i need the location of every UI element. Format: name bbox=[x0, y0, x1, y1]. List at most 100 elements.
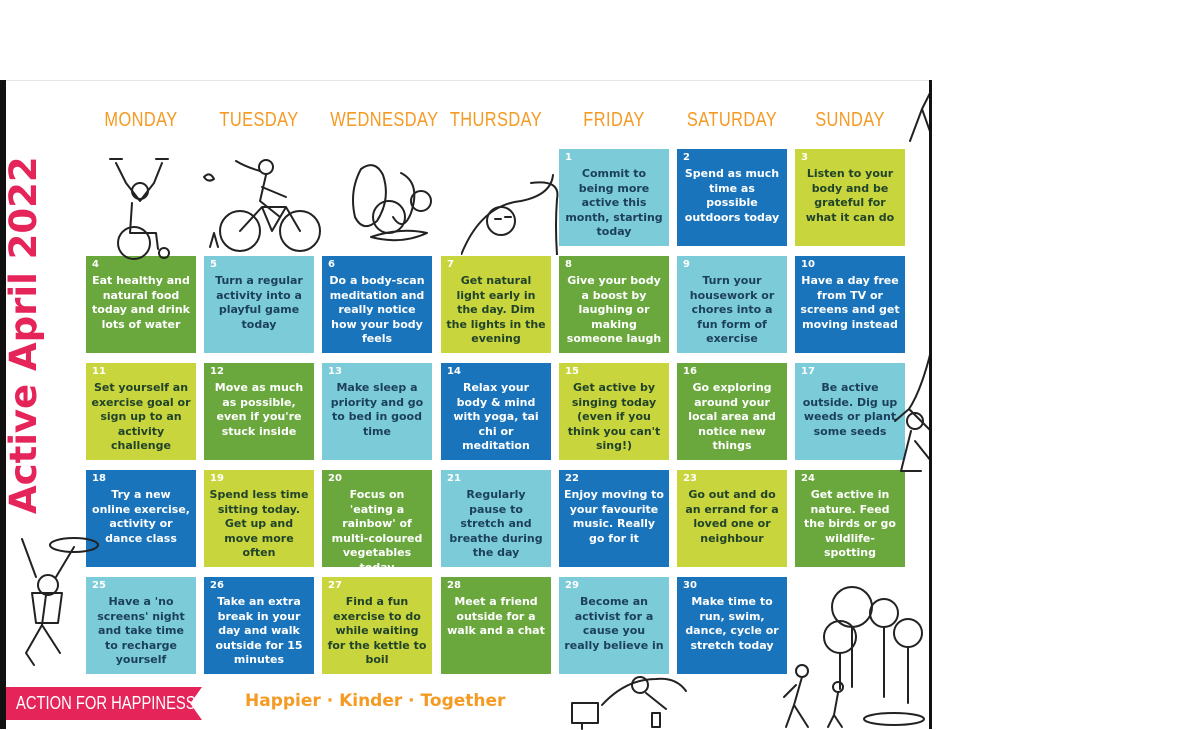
day-number: 7 bbox=[447, 259, 454, 270]
day-cell-16: 16 Go exploring around your local area an… bbox=[677, 363, 787, 460]
day-number: 1 bbox=[565, 152, 572, 163]
day-activity-text: Get active in nature. Feed the birds or … bbox=[804, 488, 896, 559]
day-number: 21 bbox=[447, 473, 461, 484]
brand-badge: ACTION FOR HAPPINESS bbox=[6, 687, 202, 720]
climber-icon bbox=[894, 350, 932, 472]
day-activity-text: Commit to being more active this month, … bbox=[565, 167, 663, 238]
weekday-friday: FRIDAY bbox=[583, 109, 645, 131]
calendar-title: Active April 2022 bbox=[6, 156, 45, 514]
day-number: 11 bbox=[92, 366, 106, 377]
day-cell-23: 23 Go out and do an errand for a loved on… bbox=[677, 470, 787, 567]
day-activity-text: Enjoy moving to your favourite music. Re… bbox=[564, 488, 664, 545]
day-activity-text: Listen to your body and be grateful for … bbox=[805, 167, 895, 224]
day-number: 22 bbox=[565, 473, 579, 484]
day-number: 14 bbox=[447, 366, 461, 377]
day-number: 2 bbox=[683, 152, 690, 163]
day-number: 25 bbox=[92, 580, 106, 591]
day-activity-text: Get active by singing today (even if you… bbox=[567, 381, 661, 452]
tagline: Happier · Kinder · Together bbox=[245, 691, 506, 711]
day-number: 16 bbox=[683, 366, 697, 377]
day-activity-text: Do a body-scan meditation and really not… bbox=[329, 274, 425, 345]
day-cell-17: 17 Be active outside. Dig up weeds or pla… bbox=[795, 363, 905, 460]
trees-walkers-icon bbox=[783, 586, 925, 728]
day-number: 4 bbox=[92, 259, 99, 270]
day-activity-text: Go exploring around your local area and … bbox=[688, 381, 776, 452]
day-activity-text: Make sleep a priority and go to bed in g… bbox=[330, 381, 424, 438]
weekday-sunday: SUNDAY bbox=[815, 109, 885, 131]
day-activity-text: Try a new online exercise, activity or d… bbox=[92, 488, 190, 545]
wheelchair-weights-icon bbox=[109, 158, 170, 260]
day-number: 12 bbox=[210, 366, 224, 377]
day-activity-text: Turn your housework or chores into a fun… bbox=[689, 274, 775, 345]
day-number: 13 bbox=[328, 366, 342, 377]
weekday-tuesday: TUESDAY bbox=[219, 109, 299, 131]
day-number: 5 bbox=[210, 259, 217, 270]
day-number: 8 bbox=[565, 259, 572, 270]
day-activity-text: Find a fun exercise to do while waiting … bbox=[327, 595, 427, 666]
day-number: 3 bbox=[801, 152, 808, 163]
day-activity-text: Meet a friend outside for a walk and a c… bbox=[447, 595, 545, 637]
brand-name: ACTION FOR HAPPINESS bbox=[16, 693, 196, 713]
day-cell-6: 6 Do a body-scan meditation and really no… bbox=[322, 256, 432, 353]
day-number: 10 bbox=[801, 259, 815, 270]
day-activity-text: Become an activist for a cause you reall… bbox=[564, 595, 664, 652]
day-activity-text: Turn a regular activity into a playful g… bbox=[215, 274, 303, 331]
day-number: 15 bbox=[565, 366, 579, 377]
weekday-monday: MONDAY bbox=[104, 109, 178, 131]
hula-hoop-dancer-icon bbox=[21, 537, 99, 666]
day-activity-text: Be active outside. Dig up weeds or plant… bbox=[802, 381, 898, 438]
day-activity-text: Spend less time sitting today. Get up an… bbox=[209, 488, 309, 559]
day-number: 23 bbox=[683, 473, 697, 484]
day-activity-text: Make time to run, swim, dance, cycle or … bbox=[685, 595, 779, 652]
day-activity-text: Give your body a boost by laughing or ma… bbox=[566, 274, 662, 345]
day-number: 24 bbox=[801, 473, 815, 484]
day-number: 30 bbox=[683, 580, 697, 591]
day-number: 28 bbox=[447, 580, 461, 591]
day-number: 29 bbox=[565, 580, 579, 591]
day-number: 20 bbox=[328, 473, 342, 484]
day-activity-text: Move as much as possible, even if you're… bbox=[214, 381, 304, 438]
weekday-saturday: SATURDAY bbox=[686, 109, 778, 131]
left-border bbox=[0, 80, 6, 729]
day-activity-text: Have a day free from TV or screens and g… bbox=[800, 274, 900, 331]
day-number: 27 bbox=[328, 580, 342, 591]
weekday-thursday: THURSDAY bbox=[449, 109, 543, 131]
sleeping-person-icon bbox=[461, 174, 559, 255]
day-number: 17 bbox=[801, 366, 815, 377]
day-number: 26 bbox=[210, 580, 224, 591]
calendar-sheet: Active April 2022 MONDAY TUESDAY WEDNESDAY… bbox=[6, 80, 932, 730]
day-number: 9 bbox=[683, 259, 690, 270]
weekday-wednesday: WEDNESDAY bbox=[330, 109, 439, 131]
day-activity-text: Eat healthy and natural food today and d… bbox=[92, 274, 190, 331]
day-activity-text: Set yourself an exercise goal or sign up… bbox=[91, 381, 191, 452]
day-activity-text: Get natural light early in the day. Dim … bbox=[446, 274, 546, 345]
day-number: 6 bbox=[328, 259, 335, 270]
day-activity-text: Go out and do an errand for a loved one … bbox=[685, 488, 779, 545]
day-activity-text: Spend as much time as possible outdoors … bbox=[684, 167, 780, 224]
day-activity-text: Take an extra break in your day and walk… bbox=[215, 595, 303, 666]
